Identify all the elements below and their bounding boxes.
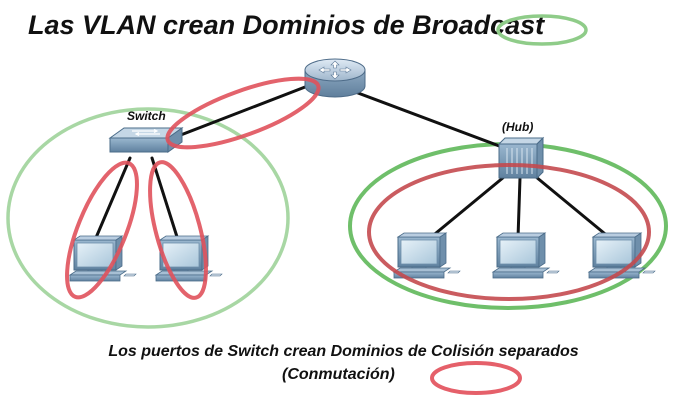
hub-icon	[497, 136, 545, 180]
collision-domain-hub	[367, 163, 651, 301]
network-links	[93, 80, 612, 242]
switch-label: Switch	[127, 109, 166, 123]
legend-collision-ellipse	[430, 361, 522, 395]
collision-domain-port-2	[148, 160, 208, 300]
link-hub-pc5	[528, 170, 612, 240]
collision-domain-port-1	[65, 160, 139, 300]
broadcast-domain-switch	[6, 107, 290, 329]
link-switch-pc2	[150, 156, 180, 242]
link-hub-pc3	[428, 170, 512, 240]
diagram-title: Las VLAN crean Dominios de Broadcast	[28, 10, 545, 40]
link-router-hub	[348, 88, 512, 152]
pc-icon-1	[69, 235, 137, 282]
router-icon	[304, 58, 366, 98]
link-hub-pc4	[516, 176, 522, 240]
hub-label: (Hub)	[502, 120, 533, 134]
pc-icon-3	[393, 232, 461, 279]
link-switch-router	[158, 80, 320, 145]
caption-collision-domains: Los puertos de Switch crean Dominios de …	[108, 343, 579, 360]
legend-broadcast-ellipse	[496, 14, 588, 46]
caption-switching: (Conmutación)	[282, 366, 395, 383]
collision-domain-uplink	[165, 76, 321, 150]
pc-icon-4	[492, 232, 560, 279]
link-switch-pc1	[93, 156, 132, 242]
